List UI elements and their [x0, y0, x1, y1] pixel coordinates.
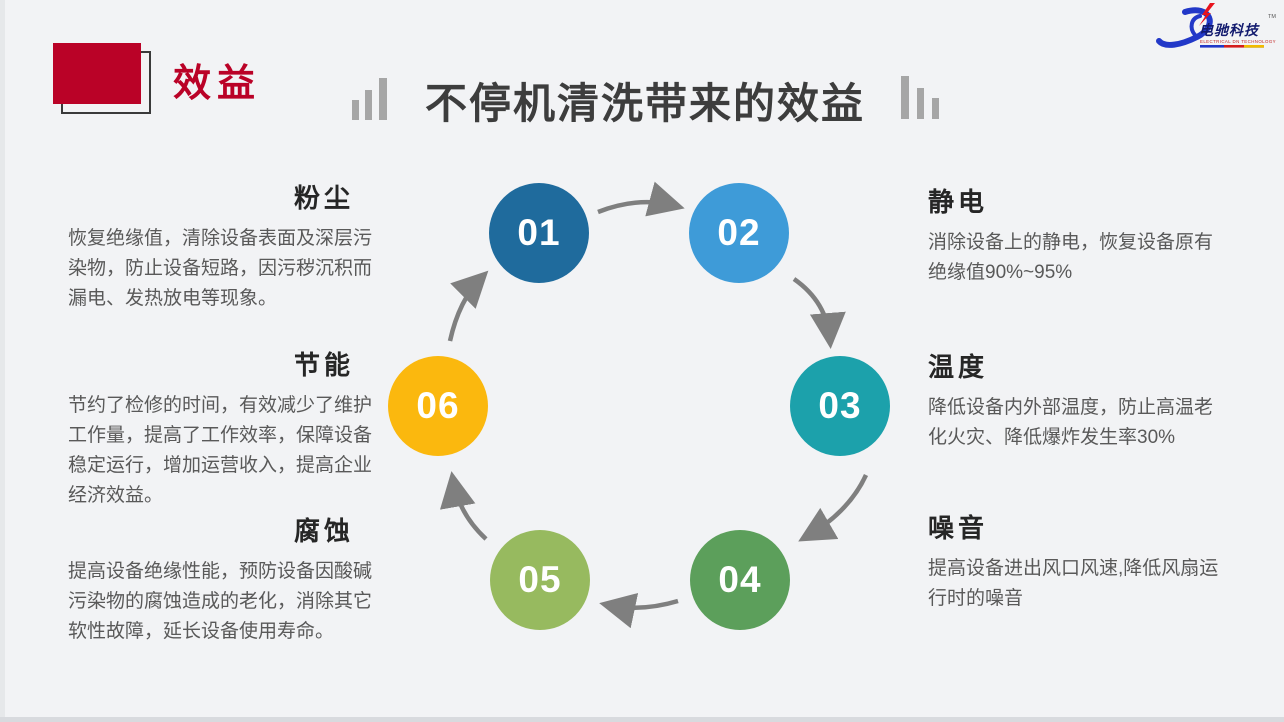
header-chip-red: [53, 43, 141, 104]
equalizer-bar-icon: [901, 76, 909, 119]
equalizer-bar-icon: [917, 88, 924, 119]
step-number: 04: [718, 559, 762, 600]
benefit-block-dust: 粉尘 恢复绝缘值，清除设备表面及深层污染物，防止设备短路，因污秽沉积而漏电、发热…: [68, 178, 386, 314]
step-circle-3: 03: [790, 356, 890, 456]
arrow-01-02: [597, 181, 685, 217]
slide-left-edge: [0, 0, 5, 722]
benefit-block-energy: 节能 节约了检修的时间，有效减少了维护工作量，提高了工作效率，保障设备稳定运行，…: [68, 345, 386, 511]
benefit-body: 节约了检修的时间，有效减少了维护工作量，提高了工作效率，保障设备稳定运行，增加运…: [68, 395, 373, 506]
lightning-icon: [1199, 3, 1215, 26]
equalizer-bar-icon: [379, 78, 387, 120]
arrow-05-06: [439, 471, 488, 541]
benefit-block-corrosion: 腐蚀 提高设备绝缘性能，预防设备因酸碱污染物的腐蚀造成的老化，消除其它软性故障，…: [68, 511, 386, 647]
benefit-block-static: 静电 消除设备上的静电，恢复设备原有绝缘值90%~95%: [928, 182, 1224, 288]
logo-subtitle: ELECTRICAL DN TECHNOLOGY: [1200, 39, 1276, 44]
step-number: 02: [717, 212, 761, 253]
benefit-block-temperature: 温度 降低设备内外部温度，防止高温老化火灾、降低爆炸发生率30%: [928, 347, 1224, 453]
slide-bottom-edge: [0, 717, 1284, 722]
benefit-title: 腐蚀: [293, 516, 354, 546]
step-circle-1: 01: [489, 183, 589, 283]
logo-name: 电驰科技: [1199, 22, 1260, 38]
arrow-06-01: [447, 270, 489, 342]
benefit-body: 提高设备进出风口风速,降低风扇运行时的噪音: [928, 558, 1219, 609]
logo-swoosh-hook: [1189, 14, 1202, 37]
step-number: 06: [416, 385, 460, 426]
page-title: 不停机清洗带来的效益: [424, 80, 865, 127]
equalizer-bar-icon: [932, 98, 939, 119]
benefit-title: 节能: [293, 350, 354, 380]
benefit-block-noise: 噪音 提高设备进出风口风速,降低风扇运行时的噪音: [928, 508, 1224, 614]
step-number: 03: [818, 385, 862, 426]
benefit-body: 提高设备绝缘性能，预防设备因酸碱污染物的腐蚀造成的老化，消除其它软性故障，延长设…: [68, 561, 373, 642]
benefit-title: 粉尘: [293, 183, 354, 213]
logo-swoosh-icon: [1156, 7, 1213, 48]
benefit-body: 消除设备上的静电，恢复设备原有绝缘值90%~95%: [928, 232, 1214, 283]
logo-tm: TM: [1268, 14, 1276, 20]
equalizer-bar-icon: [365, 90, 372, 120]
benefit-body: 恢复绝缘值，清除设备表面及深层污染物，防止设备短路，因污秽沉积而漏电、发热放电等…: [68, 228, 373, 309]
benefit-title: 静电: [928, 187, 989, 217]
section-label: 效益: [173, 63, 262, 105]
arrow-02-03: [792, 277, 846, 349]
benefit-title: 噪音: [928, 513, 989, 543]
step-circle-5: 05: [490, 530, 590, 630]
company-logo: 电驰科技 ELECTRICAL DN TECHNOLOGY TM: [1156, 3, 1276, 48]
step-circle-6: 06: [388, 356, 488, 456]
step-number: 05: [518, 559, 562, 600]
benefit-body: 降低设备内外部温度，防止高温老化火灾、降低爆炸发生率30%: [928, 397, 1214, 448]
step-circle-2: 02: [689, 183, 789, 283]
arrow-04-05: [599, 592, 679, 629]
step-circle-4: 04: [690, 530, 790, 630]
arrow-03-04: [798, 474, 869, 542]
equalizer-bar-icon: [352, 100, 359, 120]
benefit-title: 温度: [928, 352, 989, 382]
step-number: 01: [517, 212, 561, 253]
